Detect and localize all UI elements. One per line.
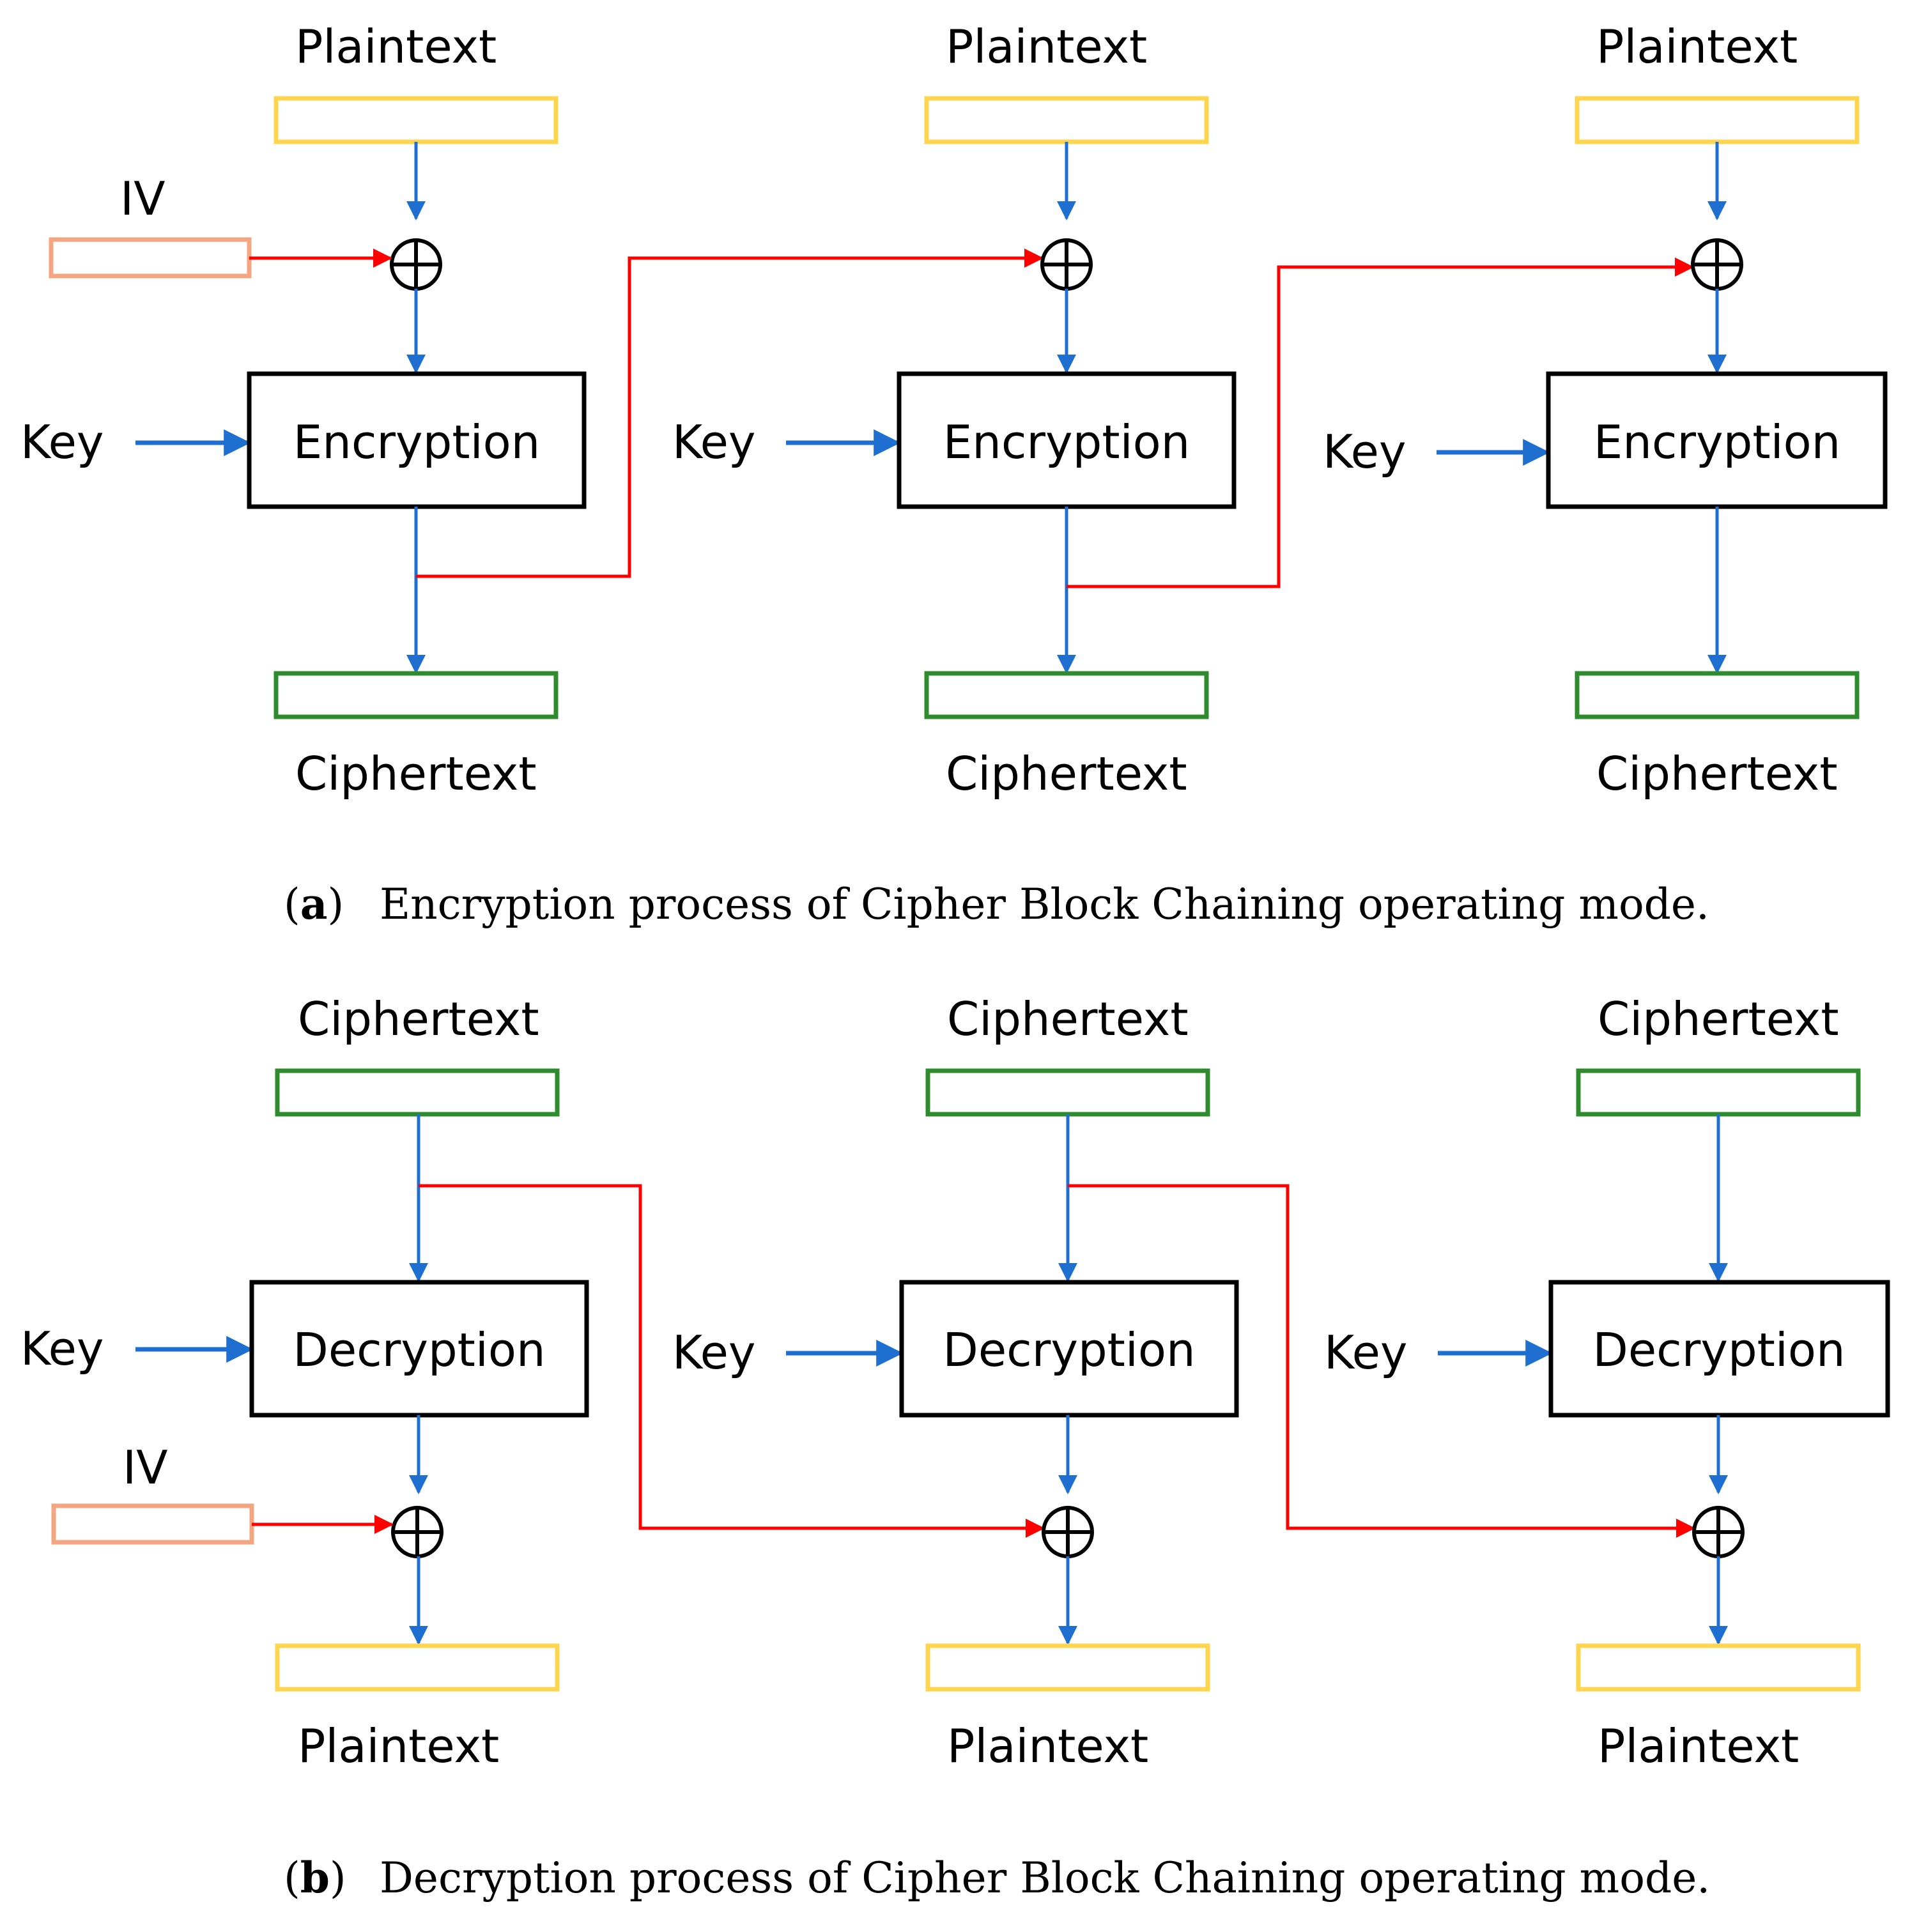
plaintext-box [274, 96, 559, 144]
decryption-stage-3: Ciphertext Key Decryption Plaintext [1324, 992, 1890, 1773]
xor-icon [1691, 238, 1743, 291]
ciphertext-box [924, 671, 1209, 719]
chain-arrow-2-to-3 [1068, 1184, 1695, 1538]
ciphertext-label: Ciphertext [1598, 992, 1839, 1046]
iv-box [51, 1503, 254, 1545]
key-label: Key [672, 1326, 756, 1379]
xor-icon [1040, 238, 1093, 291]
decryption-block-label: Decryption [293, 1323, 545, 1377]
ciphertext-label: Ciphertext [946, 747, 1187, 801]
xor-icon [391, 1506, 443, 1558]
encryption-block-label: Encryption [943, 415, 1191, 469]
encryption-block-label: Encryption [1594, 415, 1841, 469]
key-label: Key [20, 415, 104, 469]
caption-encryption: (a) Encryption process of Cipher Block C… [284, 879, 1709, 929]
plaintext-label: Plaintext [298, 1719, 499, 1773]
decryption-block-label: Decryption [943, 1323, 1195, 1377]
iv-label: IV [120, 172, 166, 226]
plaintext-label: Plaintext [947, 1719, 1148, 1773]
plaintext-box [1576, 1643, 1861, 1692]
iv-label: IV [123, 1441, 168, 1494]
decryption-stage-2: Ciphertext Key Decryption Plaintext [672, 992, 1239, 1773]
chain-arrow-1-to-2 [416, 249, 1044, 578]
encryption-stage-1: Plaintext Key Encryption Ciphertext [20, 20, 587, 801]
xor-icon [1692, 1506, 1745, 1558]
key-label: Key [1324, 1326, 1408, 1379]
encryption-diagram: Plaintext Key Encryption Ciphertext IV [20, 20, 1888, 929]
plaintext-box [924, 96, 1209, 144]
caption-text: Encryption process of Cipher Block Chain… [380, 880, 1709, 929]
ciphertext-box [275, 1068, 560, 1117]
ciphertext-box [274, 671, 559, 719]
chain-arrow-2-to-3 [1067, 257, 1694, 588]
plaintext-label: Plaintext [295, 20, 497, 73]
plaintext-label: Plaintext [1596, 20, 1798, 73]
plaintext-label: Plaintext [1598, 1719, 1799, 1773]
chain-arrow-1-to-2 [419, 1184, 1045, 1538]
plaintext-label: Plaintext [946, 20, 1147, 73]
encryption-block-label: Encryption [293, 415, 541, 469]
caption-letter: a [300, 879, 328, 929]
plaintext-box [275, 1643, 560, 1692]
xor-icon [390, 238, 442, 291]
plaintext-box [1575, 96, 1860, 144]
ciphertext-label: Ciphertext [1596, 747, 1838, 801]
xor-icon [1042, 1506, 1094, 1558]
plaintext-box [925, 1643, 1210, 1692]
iv-box [49, 237, 252, 279]
ciphertext-box [925, 1068, 1210, 1117]
key-label: Key [20, 1322, 104, 1376]
decryption-diagram: Ciphertext Key Decryption Plaintext IV [20, 992, 1890, 1903]
caption-letter: b [300, 1853, 330, 1903]
key-label: Key [1323, 425, 1406, 479]
decryption-stage-1: Ciphertext Key Decryption Plaintext [20, 992, 589, 1773]
key-label: Key [672, 415, 756, 469]
ciphertext-label: Ciphertext [298, 992, 539, 1046]
encryption-stage-2: Plaintext Key Encryption Ciphertext [672, 20, 1237, 801]
encryption-stage-3: Plaintext Key Encryption Ciphertext [1323, 20, 1888, 801]
caption-decryption: (b) Decryption process of Cipher Block C… [284, 1853, 1710, 1903]
ciphertext-box [1576, 1068, 1861, 1117]
ciphertext-label: Ciphertext [295, 747, 537, 801]
ciphertext-label: Ciphertext [947, 992, 1189, 1046]
ciphertext-box [1575, 671, 1860, 719]
decryption-block-label: Decryption [1592, 1323, 1845, 1377]
caption-text: Decryption process of Cipher Block Chain… [380, 1853, 1710, 1903]
